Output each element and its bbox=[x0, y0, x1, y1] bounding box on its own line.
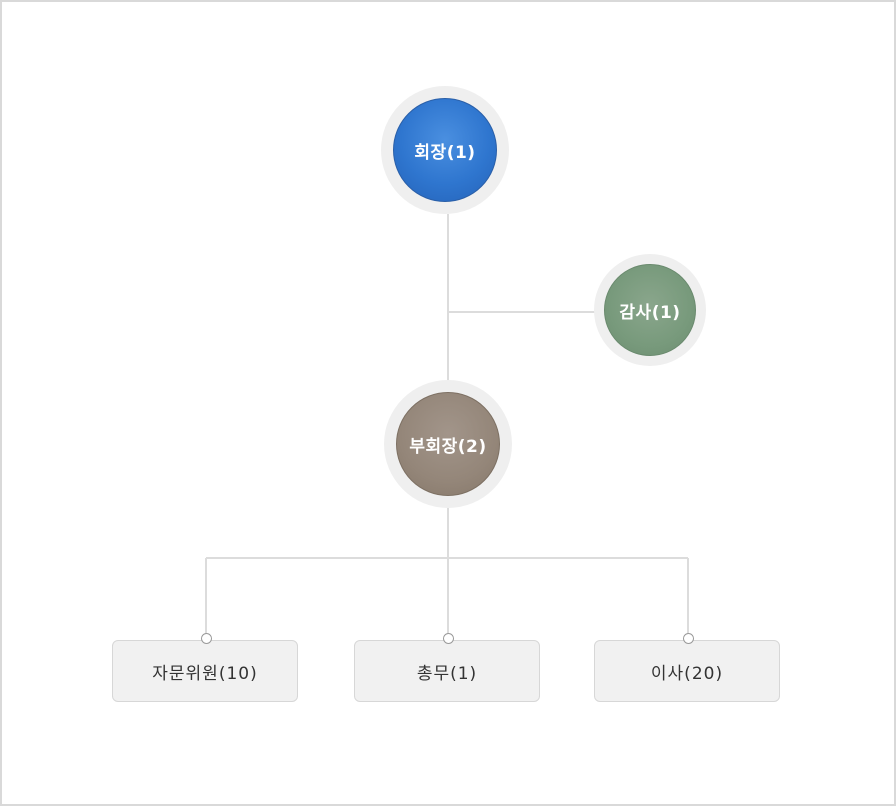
secretary-box[interactable]: 총무(1) bbox=[354, 640, 540, 702]
auditor-label: 감사(1) bbox=[619, 302, 681, 323]
advisors-box[interactable]: 자문위원(10) bbox=[112, 640, 298, 702]
vice-chairman-node[interactable]: 부회장(2) bbox=[396, 392, 500, 496]
advisors-label: 자문위원(10) bbox=[152, 663, 258, 684]
auditor-node[interactable]: 감사(1) bbox=[604, 264, 696, 356]
chairman-node[interactable]: 회장(1) bbox=[393, 98, 497, 202]
secretary-connector-dot bbox=[443, 633, 454, 644]
directors-connector-dot bbox=[683, 633, 694, 644]
directors-label: 이사(20) bbox=[650, 663, 724, 684]
directors-box[interactable]: 이사(20) bbox=[594, 640, 780, 702]
secretary-label: 총무(1) bbox=[416, 663, 478, 684]
vice-chairman-label: 부회장(2) bbox=[409, 436, 487, 457]
chairman-label: 회장(1) bbox=[414, 142, 476, 163]
advisors-connector-dot bbox=[201, 633, 212, 644]
